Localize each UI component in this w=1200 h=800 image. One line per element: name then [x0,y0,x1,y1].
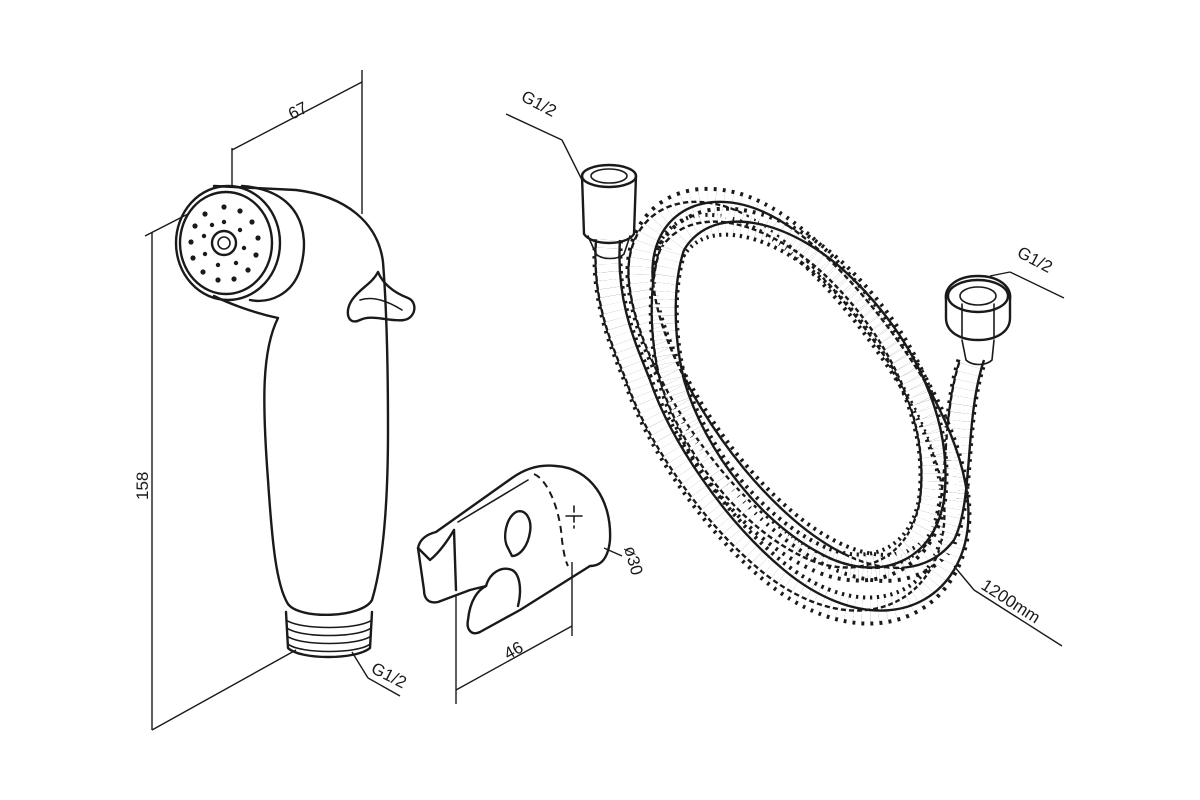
wall-holder [416,464,612,635]
thread-label: G1/2 [368,659,409,693]
dimension-diameter: ø30 [603,544,646,577]
thread-connector [284,610,374,659]
hose-top-callout: G1/2 [505,87,583,181]
trigger-lever [346,270,416,323]
hose-top-label: G1/2 [518,87,559,121]
diameter-label: ø30 [620,544,646,577]
flexible-hose [580,163,1012,626]
hose-top-fitting [580,163,638,260]
hand-sprayer [174,184,416,659]
thread-callout: G1/2 [351,651,410,697]
hose-right-fitting [944,274,1012,366]
hose-right-callout: G1/2 [989,243,1065,299]
height-label: 158 [133,472,152,500]
holder-width-label: 46 [501,638,527,664]
hose-right-label: G1/2 [1014,243,1055,277]
nozzle-face [188,204,261,283]
hose-length-callout: 1200mm [953,565,1063,647]
dimension-height: 158 [133,213,297,731]
hose-length-label: 1200mm [978,575,1044,627]
